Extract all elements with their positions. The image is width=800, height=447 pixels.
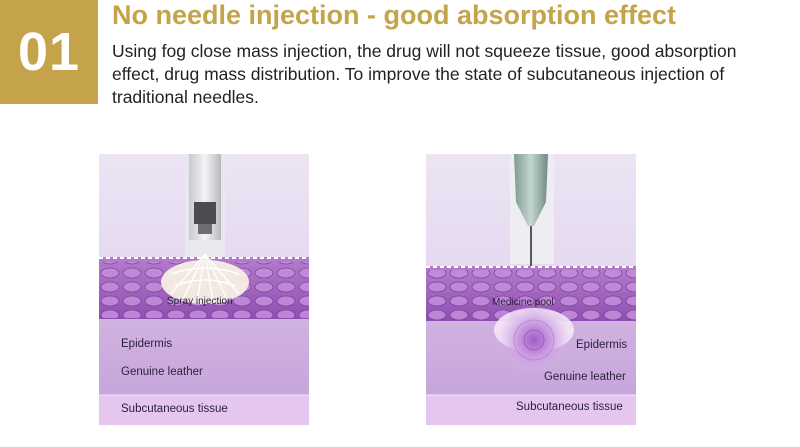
epidermis-label: Epidermis — [121, 338, 173, 350]
section-description: Using fog close mass injection, the drug… — [112, 41, 737, 107]
step-number: 01 — [17, 22, 81, 82]
subcutaneous-tissue-label: Subcutaneous tissue — [121, 403, 228, 415]
needle-free-injection-diagram: Spray injection Epidermis Genuine leathe… — [99, 154, 309, 425]
spray-injection-illustration — [99, 154, 309, 425]
epidermis-label: Epidermis — [576, 339, 628, 351]
genuine-leather-label: Genuine leather — [121, 366, 203, 378]
spray-injection-label: Spray injection — [167, 296, 233, 307]
step-number-badge: 01 — [0, 0, 98, 104]
genuine-leather-label: Genuine leather — [544, 371, 626, 383]
section-title: No needle injection - good absorption ef… — [112, 0, 677, 30]
needle-injection-diagram: Medicine pool Epidermis Genuine leather … — [426, 154, 636, 425]
needle-injection-illustration — [426, 154, 636, 425]
medicine-pool-label: Medicine pool — [492, 297, 554, 308]
subcutaneous-tissue-label: Subcutaneous tissue — [516, 401, 623, 413]
